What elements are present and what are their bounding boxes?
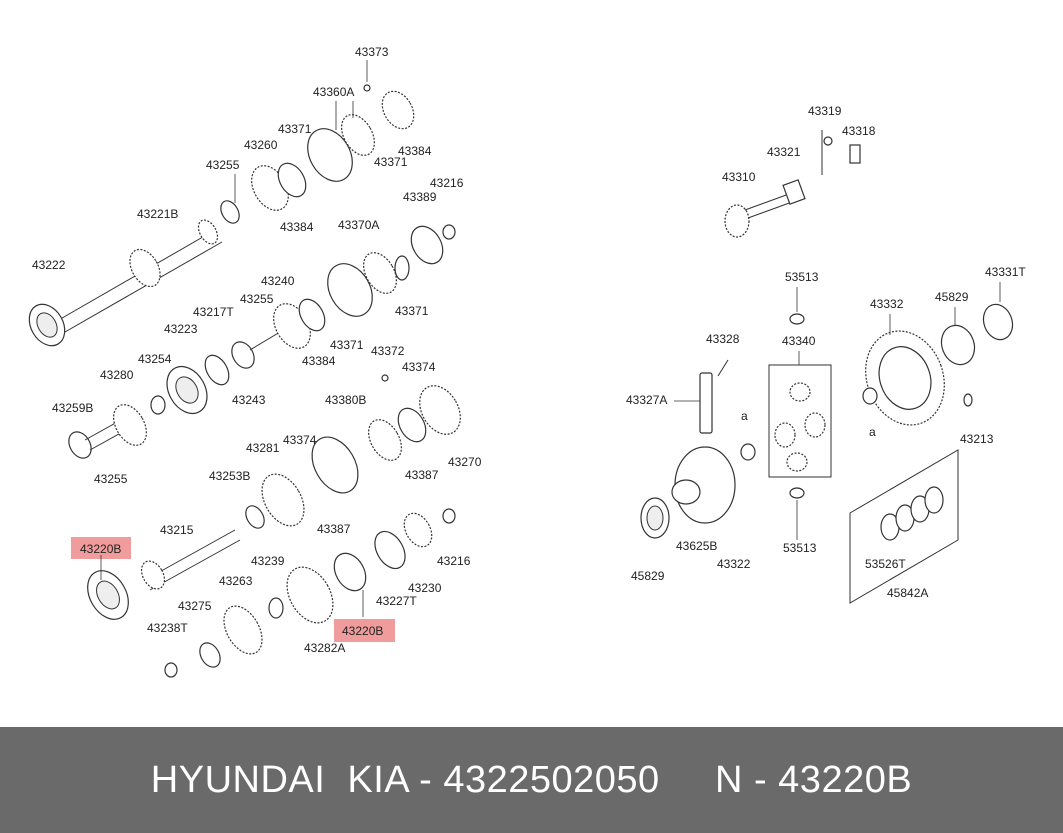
part-label: 43321 [767, 145, 801, 159]
part-label: 43384 [280, 220, 314, 234]
part-label: 53513 [785, 270, 819, 284]
part-label: 43371 [330, 338, 364, 352]
part-label: 43255 [94, 472, 128, 486]
part-label: 45829 [935, 290, 969, 304]
part-label: a [741, 409, 748, 423]
part-label: 43340 [782, 334, 816, 348]
part-label: 43372 [371, 344, 405, 358]
part-label: 45829 [631, 569, 665, 583]
part-label: 43222 [32, 258, 66, 272]
part-label: 43220B [342, 624, 383, 638]
part-label: 43240 [261, 274, 295, 288]
part-label: 43213 [960, 432, 994, 446]
part-label: 43216 [437, 554, 471, 568]
part-label: 43319 [808, 104, 842, 118]
part-label: 43263 [219, 574, 253, 588]
part-label: 43370A [338, 218, 379, 232]
part-label: 43387 [317, 522, 351, 536]
part-label: 43384 [302, 354, 336, 368]
part-label: 43331T [985, 265, 1026, 279]
part-label: 43387 [405, 468, 439, 482]
highlight-box-left [71, 537, 131, 559]
counter-shaft-assembly [150, 252, 410, 415]
part-label: 43371 [395, 304, 429, 318]
part-label: 43230 [408, 581, 442, 595]
part-label: 43280 [100, 368, 134, 382]
footer-caption: HYUNDAI KIA - 4322502050 N - 43220B [150, 758, 913, 801]
part-label: 43374 [402, 360, 436, 374]
leader-lines [100, 60, 1001, 617]
part-label: 43220B [80, 542, 121, 556]
highlight-box-right [334, 619, 395, 642]
part-label: 43384 [398, 144, 432, 158]
input-shaft-assembly [87, 508, 456, 678]
part-label: 43373 [355, 45, 389, 59]
part-labels: 43373 43360A 43371 43260 43371 43384 432… [32, 45, 1026, 655]
part-label: 43223 [164, 322, 198, 336]
part-label: 43243 [232, 393, 266, 407]
part-label: 43389 [403, 190, 437, 204]
part-label: 43270 [448, 455, 482, 469]
part-label: 43282A [304, 641, 345, 655]
part-label: 43281 [246, 441, 280, 455]
part-label: a [869, 425, 876, 439]
part-number-footer: HYUNDAI KIA - 4322502050 N - 43220B [0, 727, 1063, 833]
part-label: 43217T [193, 305, 234, 319]
part-label: 43374 [283, 433, 317, 447]
part-label: 43318 [842, 124, 876, 138]
shift-linkage [724, 130, 861, 238]
part-label: 45842A [887, 586, 928, 600]
part-label: 43255 [240, 292, 274, 306]
part-label: 43332 [870, 297, 904, 311]
differential-assembly [640, 303, 1014, 604]
part-label: 53513 [783, 541, 817, 555]
part-label: 43310 [722, 170, 756, 184]
part-label: 43221B [137, 207, 178, 221]
part-label: 43371 [374, 155, 408, 169]
part-label: 43254 [138, 352, 172, 366]
part-label: 43371 [278, 122, 312, 136]
part-label: 43260 [244, 138, 278, 152]
part-label: 43625B [676, 539, 717, 553]
part-label: 43238T [147, 621, 188, 635]
part-label: 43259B [52, 401, 93, 415]
parts-exploded-diagram: 43373 43360A 43371 43260 43371 43384 432… [28, 45, 1026, 678]
part-label: 43239 [251, 554, 285, 568]
part-label: 43216 [430, 176, 464, 190]
part-label: 43360A [313, 85, 354, 99]
part-label: 43253B [209, 469, 250, 483]
part-label: 43227T [376, 594, 417, 608]
part-label: 43380B [325, 393, 366, 407]
part-label: 43215 [160, 523, 194, 537]
part-label: 43328 [706, 332, 740, 346]
part-label: 43275 [178, 599, 212, 613]
part-label: 43255 [206, 158, 240, 172]
part-label: 43327A [626, 393, 667, 407]
main-shaft-assembly [28, 84, 456, 347]
part-label: 43322 [717, 557, 751, 571]
part-label: 53526T [865, 557, 906, 571]
output-shaft-assembly [68, 374, 461, 529]
